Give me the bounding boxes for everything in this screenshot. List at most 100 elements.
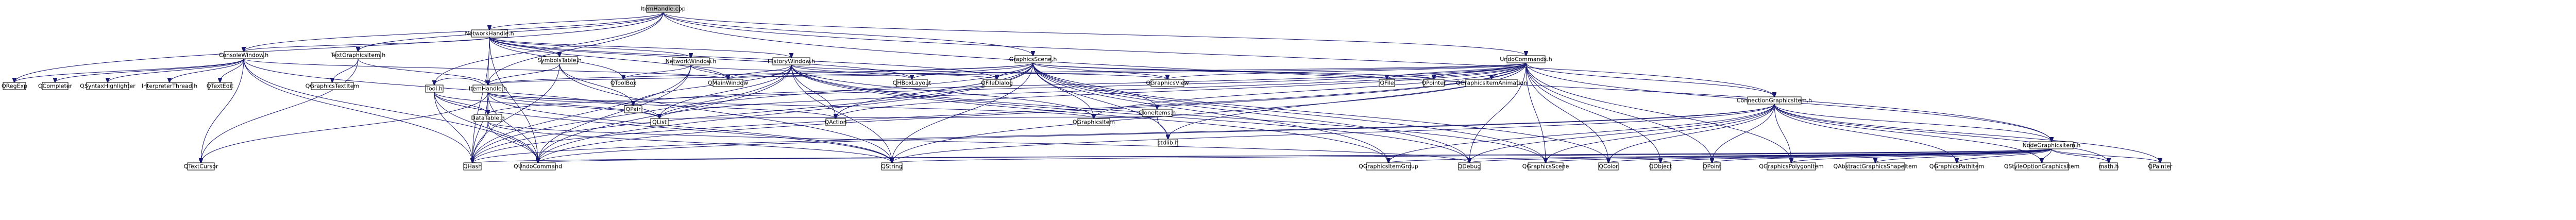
edge-networkhandle_h-to-qhash bbox=[472, 37, 490, 163]
edge-consolewindow_h-to-qcompleter bbox=[55, 58, 244, 82]
node-label: QObject bbox=[1649, 163, 1672, 170]
edge-undocommands_h-to-qcolor bbox=[1526, 62, 1608, 163]
node-box bbox=[1935, 162, 1978, 171]
node-connectiongraphicsitem-h[interactable]: ConnectionGraphicsItem.h bbox=[1737, 96, 1812, 105]
edge-consolewindow_h-to-qhash bbox=[243, 58, 472, 163]
node-box bbox=[541, 56, 578, 64]
node-qgraphicstextitem: QGraphicsTextItem bbox=[306, 82, 360, 90]
node-box bbox=[472, 84, 503, 93]
node-networkwindow-h[interactable]: NetworkWindow.h bbox=[666, 57, 717, 65]
edge-graphicsscene_h-to-qstring bbox=[892, 62, 1033, 163]
edge-undocommands_h-to-qmainwindow bbox=[728, 62, 1527, 79]
node-label: SymbolsTable.h bbox=[537, 57, 582, 64]
node-box bbox=[208, 82, 232, 90]
edge-tool_h-to-datatable_h bbox=[434, 92, 488, 114]
node-itemhandle-h[interactable]: ItemHandle.h bbox=[469, 84, 507, 93]
node-consolewindow-h[interactable]: ConsoleWindow.h bbox=[219, 51, 269, 59]
edge-undocommands_h-to-qgraphicspolygonitem bbox=[1526, 62, 1791, 163]
node-box bbox=[520, 162, 556, 171]
edge-symbolstable_h-to-qpair bbox=[559, 63, 633, 106]
node-box bbox=[2014, 162, 2069, 171]
node-label: QStyleOptionGraphicsItem bbox=[2004, 163, 2080, 170]
node-qgraphicsview: QGraphicsView bbox=[1146, 79, 1189, 87]
edge-symbolstable_h-to-itemhandle_h bbox=[488, 63, 560, 85]
node-label: CloneItems.h bbox=[1139, 110, 1176, 116]
node-undocommands-h[interactable]: UndoCommands.h bbox=[1500, 55, 1552, 63]
edge-datatable_h-to-qundocommand bbox=[487, 121, 538, 163]
node-textgraphicsitem-h[interactable]: TextGraphicsItem.h bbox=[330, 51, 385, 59]
edge-connectiongraphicsitem_h-to-qpoint bbox=[1712, 104, 1775, 163]
edge-itemhandle_cpp-to-networkhandle_h bbox=[489, 12, 664, 30]
edge-historywindow_h-to-qhash bbox=[472, 64, 792, 163]
node-box bbox=[425, 84, 444, 93]
edge-graphicsscene_h-to-qcolor bbox=[1032, 62, 1608, 163]
edge-undocommands_h-to-qundocommand bbox=[538, 62, 1527, 163]
node-label: QGraphicsView bbox=[1146, 80, 1189, 87]
node-label: ItemHandle.h bbox=[469, 86, 507, 92]
edge-graphicsscene_h-to-qhash bbox=[472, 62, 1033, 163]
edge-historywindow_h-to-qdebug bbox=[791, 64, 1469, 163]
edge-undocommands_h-to-connectiongraphicsitem_h bbox=[1526, 62, 1774, 97]
node-box bbox=[1528, 162, 1564, 171]
node-label: InterpreterThread.h bbox=[142, 83, 197, 90]
node-label: TextGraphicsItem.h bbox=[330, 52, 385, 59]
edge-itemhandle_cpp-to-itemhandle_h bbox=[488, 12, 664, 85]
node-label: QFile bbox=[1380, 80, 1394, 87]
edge-clonetems_h-to-qlist bbox=[659, 116, 1158, 119]
node-box bbox=[2149, 162, 2171, 171]
node-label: ConsoleWindow.h bbox=[219, 52, 269, 59]
edge-graphicsscene_h-to-qlist bbox=[659, 62, 1033, 119]
edge-connectiongraphicsitem_h-to-qgraphicsscene bbox=[1546, 104, 1775, 163]
node-qpair: QPair bbox=[624, 105, 642, 113]
node-qundocommand: QUndoCommand bbox=[514, 162, 562, 171]
edge-itemhandle_h-to-qgraphicsitem bbox=[487, 92, 1094, 119]
edge-consolewindow_h-to-qtextedit bbox=[220, 58, 244, 82]
node-box bbox=[1845, 162, 1905, 171]
node-label: ConnectionGraphicsItem.h bbox=[1737, 97, 1812, 104]
edges-layer bbox=[14, 12, 2160, 163]
edge-connectiongraphicsitem_h-to-nodegraphicsitem_h bbox=[1774, 104, 2052, 142]
edge-networkhandle_h-to-itemhandle_h bbox=[488, 37, 489, 85]
node-networkhandle-h[interactable]: NetworkHandle.h bbox=[465, 29, 514, 38]
node-box bbox=[1650, 162, 1671, 171]
edge-consolewindow_h-to-interpreterthread_h bbox=[170, 58, 244, 82]
node-box bbox=[1423, 79, 1445, 87]
node-label: QColor bbox=[1599, 163, 1618, 170]
edge-itemhandle_cpp-to-tool_h bbox=[434, 12, 664, 85]
edge-tool_h-to-qlist bbox=[434, 92, 659, 119]
node-box bbox=[463, 162, 482, 171]
node-box bbox=[672, 57, 710, 65]
edge-clonetems_h-to-stdlib_h bbox=[1157, 116, 1168, 139]
node-label: QTextEdit bbox=[207, 83, 234, 90]
node-box bbox=[624, 105, 642, 113]
node-datatable-h[interactable]: DataTable.h bbox=[471, 114, 505, 122]
node-qabstractgraphicsshapeitem: QAbstractGraphicsShapeItem bbox=[1834, 162, 1917, 171]
node-tool-h[interactable]: Tool.h bbox=[425, 84, 444, 93]
node-historywindow-h[interactable]: HistoryWindow.h bbox=[768, 57, 815, 65]
edge-clonetems_h-to-qgraphicsitem bbox=[1094, 116, 1158, 119]
node-label: QString bbox=[881, 163, 903, 170]
node-label: QPoint bbox=[1703, 163, 1722, 170]
node-label: QHash bbox=[463, 163, 482, 170]
node-clonetems-h[interactable]: CloneItems.h bbox=[1139, 109, 1176, 117]
edge-networkhandle_h-to-historywindow_h bbox=[489, 37, 791, 58]
edge-textgraphicsitem_h-to-qgraphicstextitem bbox=[332, 58, 359, 82]
edge-connectiongraphicsitem_h-to-qundocommand bbox=[538, 104, 1775, 163]
node-label: HistoryWindow.h bbox=[768, 58, 815, 65]
node-label: QToolBox bbox=[611, 80, 637, 87]
edge-networkhandle_h-to-networkwindow_h bbox=[489, 37, 691, 58]
node-qcolor: QColor bbox=[1598, 162, 1619, 171]
edge-itemhandle_cpp-to-undocommands_h bbox=[663, 12, 1526, 56]
node-symbolstable-h[interactable]: SymbolsTable.h bbox=[537, 56, 582, 64]
node-box bbox=[1458, 162, 1481, 171]
node-label: NodeGraphicsItem.h bbox=[2023, 142, 2081, 149]
edge-nodegraphicsitem_h-to-qpoint bbox=[1712, 148, 2052, 163]
edge-connectiongraphicsitem_h-to-qgraphicsitemgroup bbox=[1388, 104, 1775, 163]
edge-itemhandle_h-to-qtextcursor bbox=[201, 92, 488, 163]
edge-undocommands_h-to-qgraphicsitem bbox=[1094, 62, 1527, 119]
edge-nodegraphicsitem_h-to-qgraphicspolygonitem bbox=[1791, 148, 2052, 163]
node-label: QGraphicsTextItem bbox=[306, 83, 360, 90]
node-nodegraphicsitem-h[interactable]: NodeGraphicsItem.h bbox=[2023, 141, 2081, 149]
edge-nodegraphicsitem_h-to-qstring bbox=[892, 148, 2052, 163]
node-graphicsscene-h[interactable]: GraphicsScene.h bbox=[1009, 55, 1057, 63]
